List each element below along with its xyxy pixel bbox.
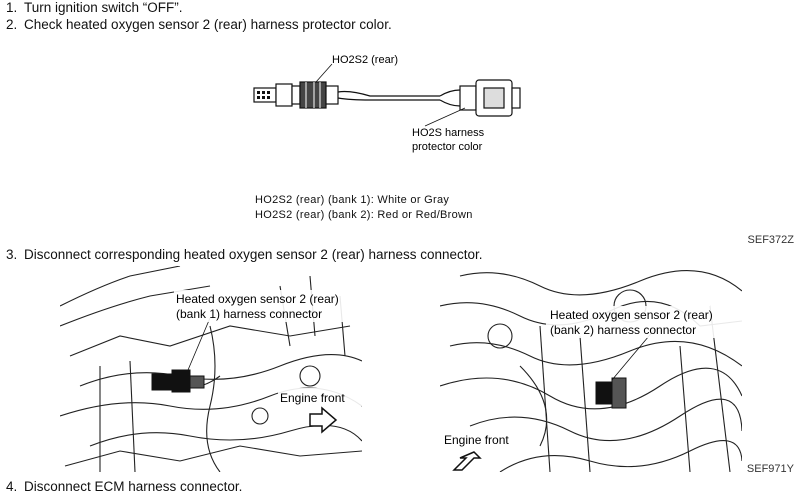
step-text: Turn ignition switch “OFF”. xyxy=(24,0,183,15)
step-text: Disconnect ECM harness connector. xyxy=(24,479,243,494)
step-text: Check heated oxygen sensor 2 (rear) harn… xyxy=(24,17,392,32)
step-3: 3. Disconnect corresponding heated oxygen… xyxy=(6,247,483,263)
callout-line2: (bank 1) harness connector xyxy=(176,307,322,321)
sensor-hex-lines xyxy=(305,82,321,108)
sensor-diagram: HO2S2 (rear) HO2S harness protector colo… xyxy=(253,54,521,153)
leader-lines xyxy=(315,63,466,127)
engine-photo-bank1: Heated oxygen sensor 2 (rear) (bank 1) h… xyxy=(60,266,362,472)
callout-line2: (bank 2) harness connector xyxy=(550,323,696,337)
step-number: 1. xyxy=(6,0,18,15)
sensor-body xyxy=(253,81,339,109)
harness-connector xyxy=(151,369,205,393)
callout-line1: Heated oxygen sensor 2 (rear) xyxy=(550,308,713,322)
sensor-label: HO2S2 (rear) xyxy=(332,54,398,66)
spec-bank2: HO2S2 (rear) (bank 2): Red or Red/Brown xyxy=(255,209,473,221)
step-number: 4. xyxy=(6,479,18,494)
figure-code-bottom: SEF971Y xyxy=(746,463,794,475)
engine-front-label: Engine front xyxy=(280,391,345,405)
harness-cable xyxy=(337,89,461,107)
step-4: 4. Disconnect ECM harness connector. xyxy=(6,479,242,495)
step-number: 3. xyxy=(6,247,18,262)
step-2: 2. Check heated oxygen sensor 2 (rear) ha… xyxy=(6,17,392,33)
protector-label-line2: protector color xyxy=(412,141,483,153)
step-1: 1. Turn ignition switch “OFF”. xyxy=(6,0,183,16)
figure-code-top: SEF372Z xyxy=(747,234,794,246)
step-text: Disconnect corresponding heated oxygen s… xyxy=(24,247,483,262)
engine-photo-bank2: Heated oxygen sensor 2 (rear) (bank 2) h… xyxy=(440,266,742,472)
callout-line1: Heated oxygen sensor 2 (rear) xyxy=(176,292,339,306)
sensor-tip-holes xyxy=(257,91,270,99)
callout-leader xyxy=(187,317,211,371)
spec-bank1: HO2S2 (rear) (bank 1): White or Gray xyxy=(255,194,450,206)
callout-leader xyxy=(611,329,655,381)
harness-connector xyxy=(595,377,627,409)
harness-protector xyxy=(459,79,521,117)
step-number: 2. xyxy=(6,17,18,32)
engine-front-label: Engine front xyxy=(444,433,509,447)
engine-front-arrow-icon xyxy=(309,406,338,434)
protector-label-line1: HO2S harness xyxy=(412,127,485,139)
engine-front-arrow-icon xyxy=(452,451,482,471)
